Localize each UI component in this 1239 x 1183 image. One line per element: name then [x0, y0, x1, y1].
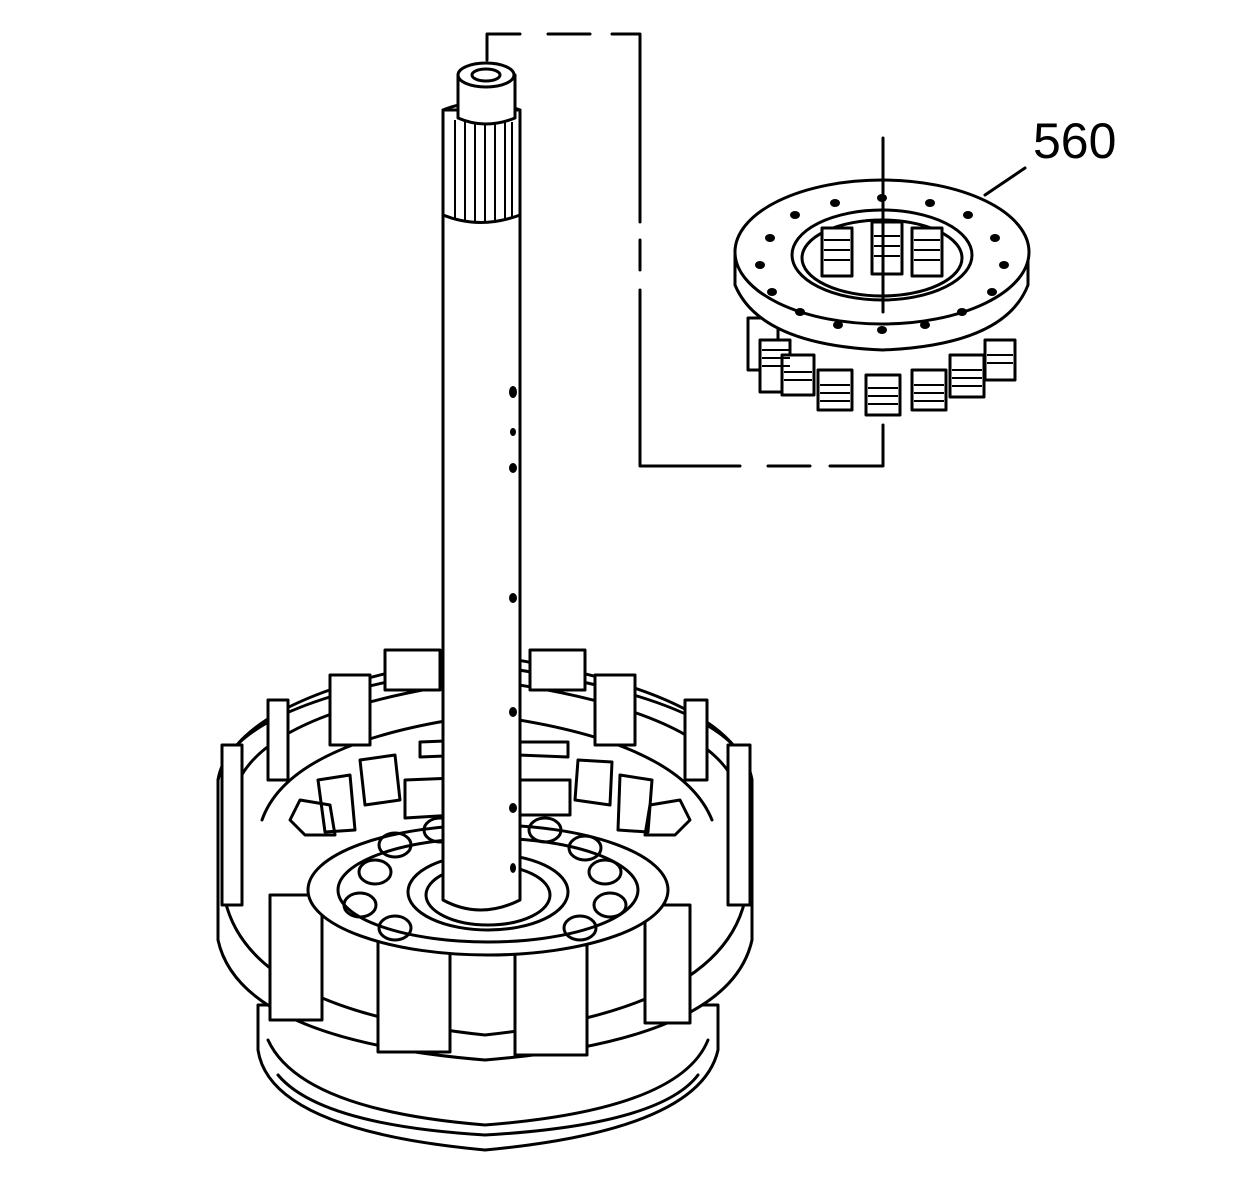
- plate-holes: [755, 194, 1009, 334]
- shaft-body: [441, 213, 522, 912]
- shaft-oil-holes: [509, 386, 517, 873]
- assembly-leader-line: [485, 32, 885, 468]
- callout-560: 560: [983, 113, 1116, 197]
- callout-label: 560: [1033, 113, 1116, 169]
- clutch-housing: [216, 648, 754, 1152]
- input-shaft: [441, 61, 522, 912]
- drum-splines: [220, 648, 752, 1057]
- callout-leader: [983, 166, 1027, 197]
- inner-springs: [820, 220, 944, 278]
- coil-springs: [746, 316, 1017, 417]
- spring-assembly-560: [733, 136, 1031, 417]
